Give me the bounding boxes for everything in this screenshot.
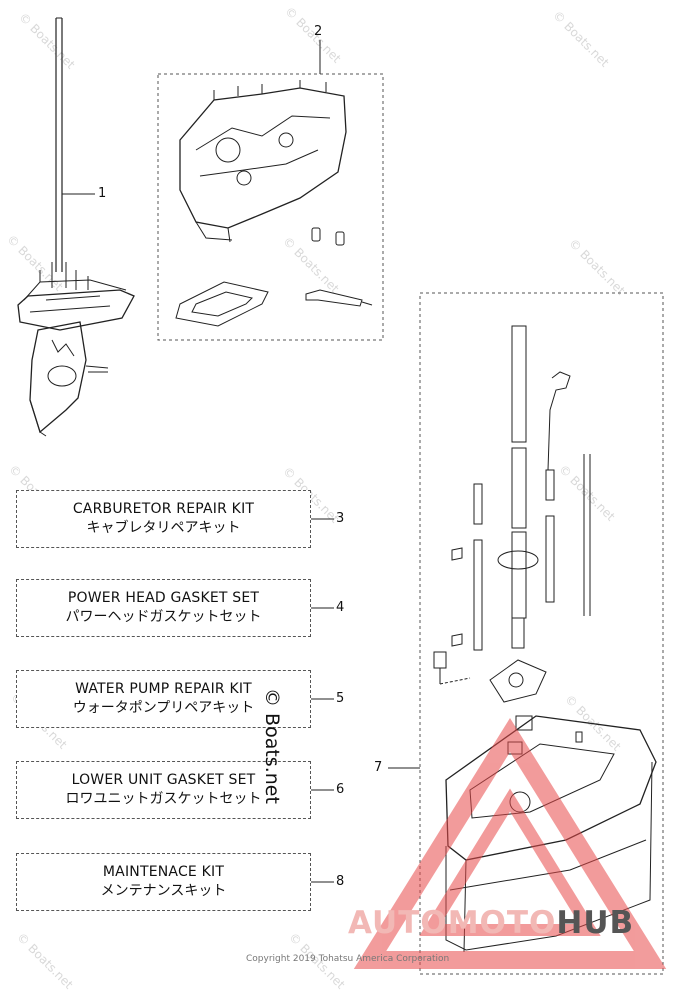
- callout-8: 8: [336, 874, 345, 889]
- kit-name-jp: キャブレタリペアキット: [86, 520, 241, 536]
- copyright-notice: Copyright 2019 Tohatsu America Corporati…: [246, 954, 450, 964]
- kit-water-pump-repair: WATER PUMP REPAIR KIT ウォータポンプリペアキット: [16, 670, 311, 728]
- kit-name-jp: パワーヘッドガスケットセット: [65, 609, 262, 625]
- brand-part-2: HUB: [556, 905, 635, 941]
- kit-carburetor-repair: CARBURETOR REPAIR KIT キャブレタリペアキット: [16, 490, 311, 548]
- kit-name-jp: メンテナンスキット: [100, 883, 227, 899]
- watermark-vertical: © Boats.net: [261, 688, 283, 804]
- callout-4: 4: [336, 600, 345, 615]
- kit-name-en: MAINTENACE KIT: [102, 864, 225, 880]
- kit-name-jp: ロワユニットガスケットセット: [65, 791, 262, 807]
- kit-name-jp: ウォータポンプリペアキット: [72, 700, 255, 716]
- kit-name-en: POWER HEAD GASKET SET: [67, 590, 260, 606]
- callout-6: 6: [336, 782, 345, 797]
- driveshaft-lower-unit-drawing: [17, 17, 135, 437]
- kit-maintenance: MAINTENACE KIT メンテナンスキット: [16, 853, 311, 911]
- brand-part-1: AUTOMOTO: [348, 905, 557, 941]
- kit-name-en: LOWER UNIT GASKET SET: [71, 772, 256, 788]
- kit-lower-unit-gasket: LOWER UNIT GASKET SET ロワユニットガスケットセット: [16, 761, 311, 819]
- kit-power-head-gasket: POWER HEAD GASKET SET パワーヘッドガスケットセット: [16, 579, 311, 637]
- kit-name-en: CARBURETOR REPAIR KIT: [72, 501, 255, 517]
- brand-wordmark: AUTOMOTOHUB: [348, 905, 634, 941]
- callout-3: 3: [336, 511, 345, 526]
- callout-7: 7: [374, 760, 383, 775]
- powerhead-drawing: [175, 80, 373, 327]
- callout-1: 1: [98, 186, 107, 201]
- callout-2: 2: [314, 24, 323, 39]
- lower-unit-parts-drawing: [433, 325, 657, 953]
- kit-name-en: WATER PUMP REPAIR KIT: [75, 681, 252, 697]
- callout-5: 5: [336, 691, 345, 706]
- brand-logo-triangle: [353, 717, 667, 969]
